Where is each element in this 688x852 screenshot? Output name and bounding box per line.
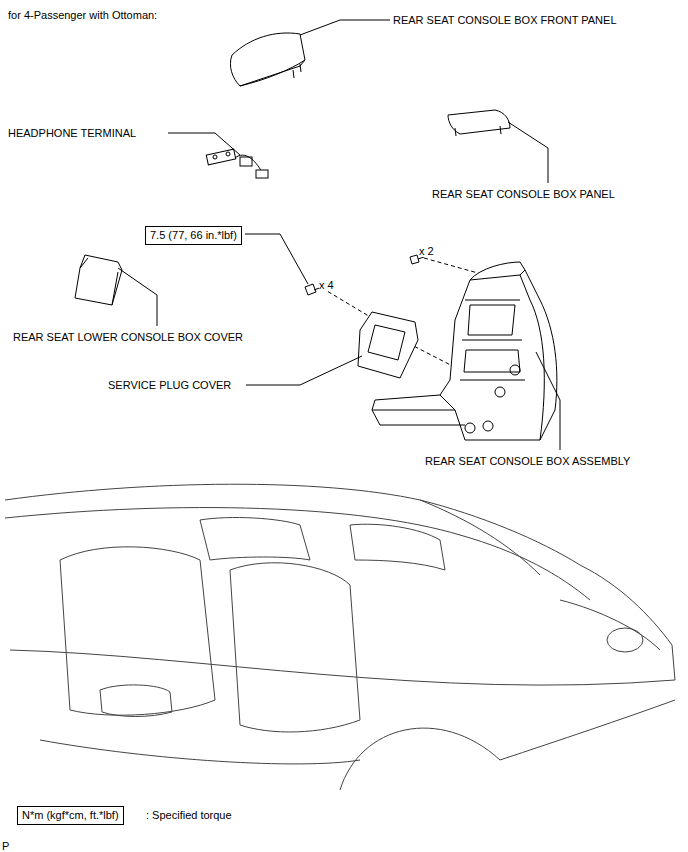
unit-box: N*m (kgf*cm, ft.*lbf): [17, 806, 124, 825]
part-name-wrap: REAR SEAT CONSOLE BOX PANEL: [432, 188, 615, 201]
part-name: SERVICE PLUG COVER: [108, 379, 231, 391]
quantity-mark: x 2: [419, 245, 434, 257]
heading: for 4-Passenger with Ottoman:: [8, 9, 157, 21]
quantity-mark-wrap: x 2: [419, 245, 434, 258]
part-name: REAR SEAT LOWER CONSOLE BOX COVER: [13, 331, 243, 343]
page-mark-wrap: P: [2, 840, 9, 852]
torque-box: 7.5 (77, 66 in.*lbf): [145, 226, 242, 245]
headphone-terminal-part: [206, 149, 268, 178]
lower-cover-part: [75, 255, 122, 305]
part-name: REAR SEAT CONSOLE BOX ASSEMBLY: [425, 455, 630, 467]
part-name-wrap: REAR SEAT CONSOLE BOX ASSEMBLY: [425, 455, 630, 468]
part-name-wrap: REAR SEAT LOWER CONSOLE BOX COVER: [13, 331, 243, 344]
page-mark: P: [2, 840, 9, 852]
quantity-mark-wrap: x 4: [319, 279, 334, 292]
bolt-symbol: [305, 255, 424, 295]
part-name-wrap: SERVICE PLUG COVER: [108, 379, 231, 392]
console-box-assembly-part: [372, 262, 557, 440]
part-name-wrap: REAR SEAT CONSOLE BOX FRONT PANEL: [393, 14, 617, 27]
quantity-mark: x 4: [319, 279, 334, 291]
box-text: N*m (kgf*cm, ft.*lbf): [22, 809, 119, 822]
legend-text-wrap: : Specified torque: [146, 809, 232, 822]
part-name: REAR SEAT CONSOLE BOX PANEL: [432, 188, 615, 200]
part-name: HEADPHONE TERMINAL: [8, 127, 136, 139]
console-box-panel-part: [448, 110, 510, 136]
heading-wrap: for 4-Passenger with Ottoman:: [8, 9, 157, 22]
legend-text: : Specified torque: [146, 809, 232, 821]
part-name: REAR SEAT CONSOLE BOX FRONT PANEL: [393, 14, 617, 26]
part-name-wrap: HEADPHONE TERMINAL: [8, 127, 136, 140]
box-text: 7.5 (77, 66 in.*lbf): [150, 229, 237, 242]
car-illustration: [5, 484, 675, 790]
front-panel-part: [230, 33, 305, 86]
service-plug-cover-part: [358, 312, 418, 378]
